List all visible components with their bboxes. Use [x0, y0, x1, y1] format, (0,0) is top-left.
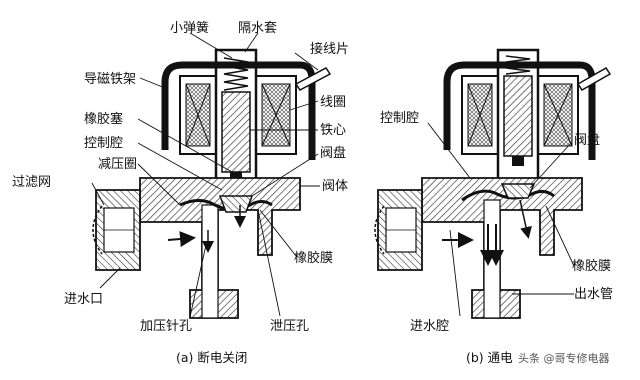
magnetic-frame-right: [443, 61, 596, 160]
outlet-pipe: [483, 199, 501, 319]
caption-left: (a) 断电关闭: [176, 350, 247, 365]
label-outlet-pipe: 出水管: [574, 287, 613, 302]
valve-body-right: [421, 177, 583, 319]
label-valve-disc-right: 阀盘: [574, 132, 600, 148]
leader-lines-right: [427, 122, 575, 317]
valve-closed-drawing: 小弹簧 隔水套 接线片 导磁铁架 线圈 橡胶塞 铁心 控制腔 阀盘 减压圈 阀体…: [12, 20, 349, 365]
flow-arrow-side: [519, 199, 532, 239]
label-diaphragm-right: 橡胶膜: [572, 258, 611, 274]
magnetic-frame: [161, 61, 316, 160]
label-valve-disc: 阀盘: [320, 145, 346, 161]
watermark: 头条 @哥专修电器: [518, 351, 610, 365]
spring-compressed: [505, 55, 531, 75]
small-spring: [223, 57, 249, 91]
flow-arrow-in: [167, 231, 196, 247]
label-rubber-plug: 橡胶塞: [84, 111, 123, 127]
terminal-tab-right: [576, 67, 612, 91]
label-terminal: 接线片: [310, 41, 349, 57]
valve-disc: [218, 195, 254, 213]
label-diaphragm: 橡胶膜: [294, 250, 333, 266]
label-filter: 过滤网: [12, 175, 51, 190]
label-frame: 导磁铁架: [84, 72, 136, 87]
label-valve-body: 阀体: [322, 179, 348, 194]
filter-screen: [92, 205, 103, 255]
coil-left: [179, 75, 217, 155]
valve-disc-raised: [500, 183, 536, 199]
coil-right: [255, 75, 297, 155]
label-press-needle-hole: 加压针孔: [140, 319, 192, 334]
label-inlet: 进水口: [64, 292, 103, 307]
label-inlet-chamber: 进水腔: [410, 319, 449, 334]
terminal-tab: [294, 67, 332, 91]
label-spring: 小弹簧: [170, 20, 209, 36]
outlet-passage: [201, 204, 219, 319]
iron-core-lifted: [503, 75, 533, 157]
label-control-chamber: 控制腔: [84, 136, 123, 151]
label-core: 铁心: [320, 123, 346, 138]
label-sleeve: 隔水套: [238, 20, 277, 36]
label-control-chamber-right: 控制腔: [380, 111, 419, 126]
label-pressure-ring: 减压圈: [98, 157, 137, 172]
caption-right: (b) 通电: [466, 350, 513, 365]
valve-open-drawing: 控制腔 阀盘 橡胶膜 出水管 进水腔 (b) 通电 头条 @哥专修电器: [374, 48, 613, 365]
label-coil: 线圈: [320, 95, 346, 110]
label-relief-hole: 泄压孔: [270, 319, 309, 334]
iron-core: [221, 91, 251, 173]
rubber-plug: [230, 172, 242, 182]
leader-lines: [91, 32, 320, 318]
coil-right-right: [537, 75, 579, 155]
coil-left-right: [461, 75, 499, 155]
